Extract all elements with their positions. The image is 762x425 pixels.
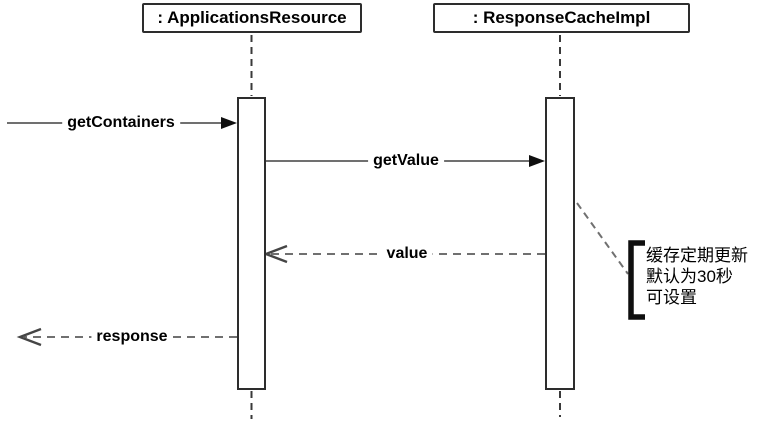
value-open-arrowhead-icon [262, 244, 288, 264]
activation-bar-applicationsresource [237, 97, 266, 390]
lifeline-label: : ApplicationsResource [157, 8, 347, 27]
message-label-response: response [91, 328, 173, 346]
note-connector-line [576, 202, 629, 275]
lifeline-label: : ResponseCacheImpl [472, 8, 651, 27]
note-bracket-icon [628, 240, 645, 320]
note-line: 默认为30秒 [646, 267, 733, 286]
lifeline-header-applicationsresource: : ApplicationsResource [142, 3, 362, 33]
message-label-getvalue: getValue [368, 152, 444, 170]
lifeline-header-responsecacheimpl: : ResponseCacheImpl [433, 3, 690, 33]
response-open-arrowhead-icon [16, 327, 42, 347]
note-line: 可设置 [646, 288, 697, 307]
note-line: 缓存定期更新 [646, 246, 748, 265]
message-label-getcontainers: getContainers [62, 114, 180, 132]
activation-bar-responsecacheimpl [545, 97, 575, 390]
note-cache-update: 缓存定期更新 默认为30秒 可设置 [646, 245, 748, 308]
message-label-value: value [381, 245, 433, 263]
getvalue-arrowhead-icon [529, 155, 545, 167]
getcontainers-arrowhead-icon [221, 117, 237, 129]
